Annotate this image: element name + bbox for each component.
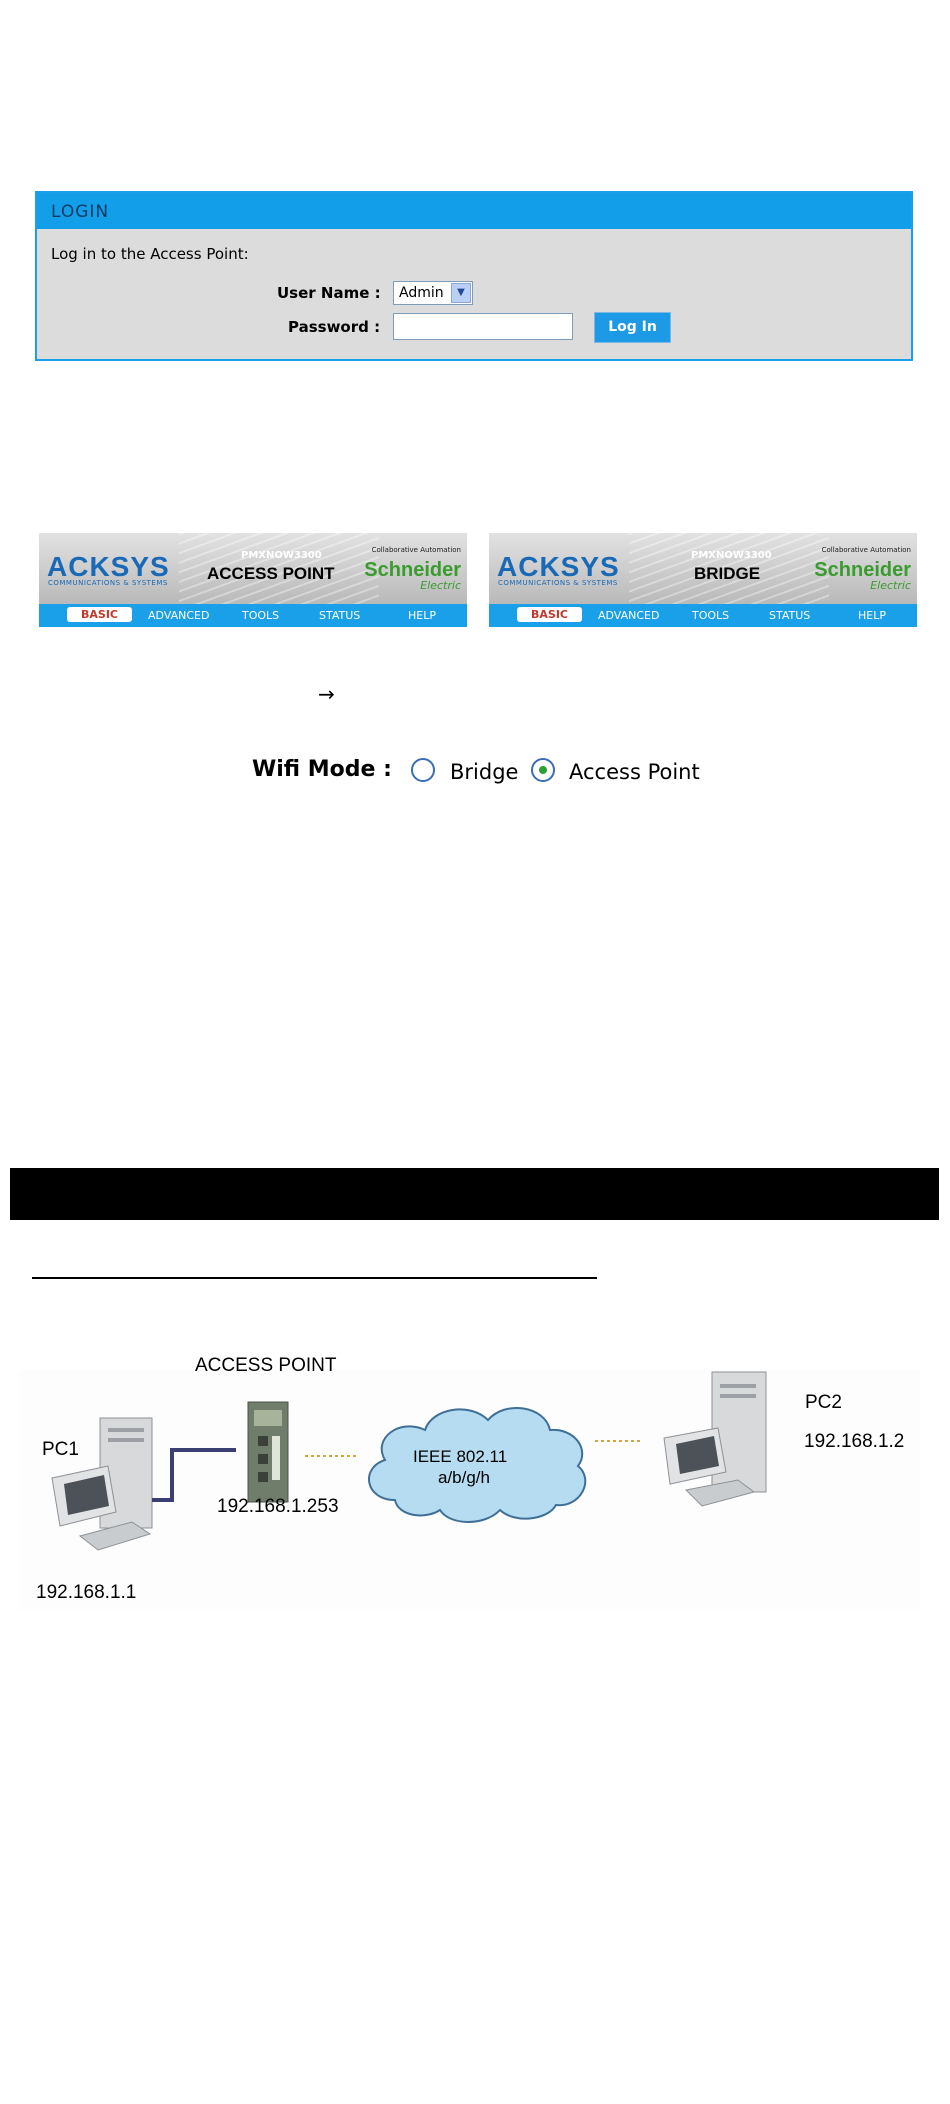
banner-background — [489, 533, 917, 604]
acksys-logo-subtitle: COMMUNICATIONS & SYSTEMS — [498, 579, 618, 587]
login-button[interactable]: Log In — [594, 312, 671, 343]
username-select[interactable]: Admin ▼ — [393, 281, 473, 305]
menu-tools[interactable]: TOOLS — [692, 609, 730, 622]
menu-advanced[interactable]: ADVANCED — [148, 609, 210, 622]
cloud-line-2: a/b/g/h — [438, 1468, 490, 1487]
schneider-logo-subtitle: Electric — [870, 579, 911, 592]
menu-tools[interactable]: TOOLS — [242, 609, 280, 622]
username-label: User Name : — [277, 284, 381, 302]
banner-menu: BASIC ADVANCED TOOLS STATUS HELP — [39, 604, 467, 627]
product-name: BRIDGE — [694, 564, 761, 583]
banner-bridge: ACKSYS COMMUNICATIONS & SYSTEMS PMXNOW33… — [489, 533, 917, 627]
acksys-logo: ACKSYS — [497, 551, 620, 582]
schneider-logo: Schneider — [814, 559, 911, 581]
pc1-computer-icon — [51, 1417, 153, 1551]
radio-access-point[interactable] — [531, 758, 555, 782]
menu-help[interactable]: HELP — [408, 609, 436, 622]
divider — [32, 1277, 597, 1279]
model-name: PMXNOW3300 — [691, 550, 772, 561]
chevron-down-icon[interactable]: ▼ — [451, 283, 471, 303]
collab-text: Collaborative Automation — [821, 546, 911, 554]
cloud-line-1: IEEE 802.11 — [413, 1447, 507, 1466]
pc1-label: PC1 — [42, 1439, 79, 1460]
banner-menu: BASIC ADVANCED TOOLS STATUS HELP — [489, 604, 917, 627]
model-name: PMXNOW3300 — [241, 550, 322, 561]
schneider-logo-subtitle: Electric — [420, 579, 461, 592]
menu-status[interactable]: STATUS — [319, 609, 361, 622]
wifi-mode-label: Wifi Mode : — [252, 757, 392, 782]
access-point-device-icon — [247, 1401, 289, 1503]
login-title: LOGIN — [51, 202, 110, 222]
collab-text: Collaborative Automation — [371, 546, 461, 554]
menu-status[interactable]: STATUS — [769, 609, 811, 622]
pc1-link-line — [152, 1448, 236, 1502]
banner-background — [39, 533, 467, 604]
ap-ip-label: 192.168.1.253 — [217, 1496, 339, 1517]
schneider-logo: Schneider — [364, 559, 461, 581]
acksys-logo: ACKSYS — [47, 551, 170, 582]
menu-help[interactable]: HELP — [858, 609, 886, 622]
login-panel: LOGIN Log in to the Access Point: User N… — [35, 191, 913, 361]
radio-bridge[interactable] — [411, 758, 435, 782]
pc1-ip-label: 192.168.1.1 — [36, 1582, 136, 1603]
radio-bridge-label: Bridge — [450, 760, 519, 784]
acksys-logo-subtitle: COMMUNICATIONS & SYSTEMS — [48, 579, 168, 587]
password-field[interactable] — [393, 313, 573, 340]
arrow-right-icon: → — [318, 682, 335, 706]
banner-access-point: ACKSYS COMMUNICATIONS & SYSTEMS PMXNOW33… — [39, 533, 467, 627]
login-intro: Log in to the Access Point: — [51, 245, 249, 263]
pc2-ip-label: 192.168.1.2 — [804, 1431, 904, 1452]
menu-basic[interactable]: BASIC — [517, 607, 582, 622]
pc2-computer-icon — [663, 1371, 767, 1507]
cloud-icon — [368, 1406, 587, 1523]
pc2-label: PC2 — [805, 1392, 842, 1413]
radio-access-point-label: Access Point — [569, 760, 700, 784]
username-value: Admin — [399, 285, 444, 301]
password-label: Password : — [288, 318, 381, 336]
section-header-bar — [10, 1168, 939, 1220]
network-diagram: ACCESS POINT PC1 192.168.1.253 192.168.1… — [20, 1355, 920, 1610]
product-name: ACCESS POINT — [207, 564, 335, 583]
menu-advanced[interactable]: ADVANCED — [598, 609, 660, 622]
access-point-label: ACCESS POINT — [195, 1355, 337, 1376]
menu-basic[interactable]: BASIC — [67, 607, 132, 622]
login-header: LOGIN — [37, 193, 911, 229]
